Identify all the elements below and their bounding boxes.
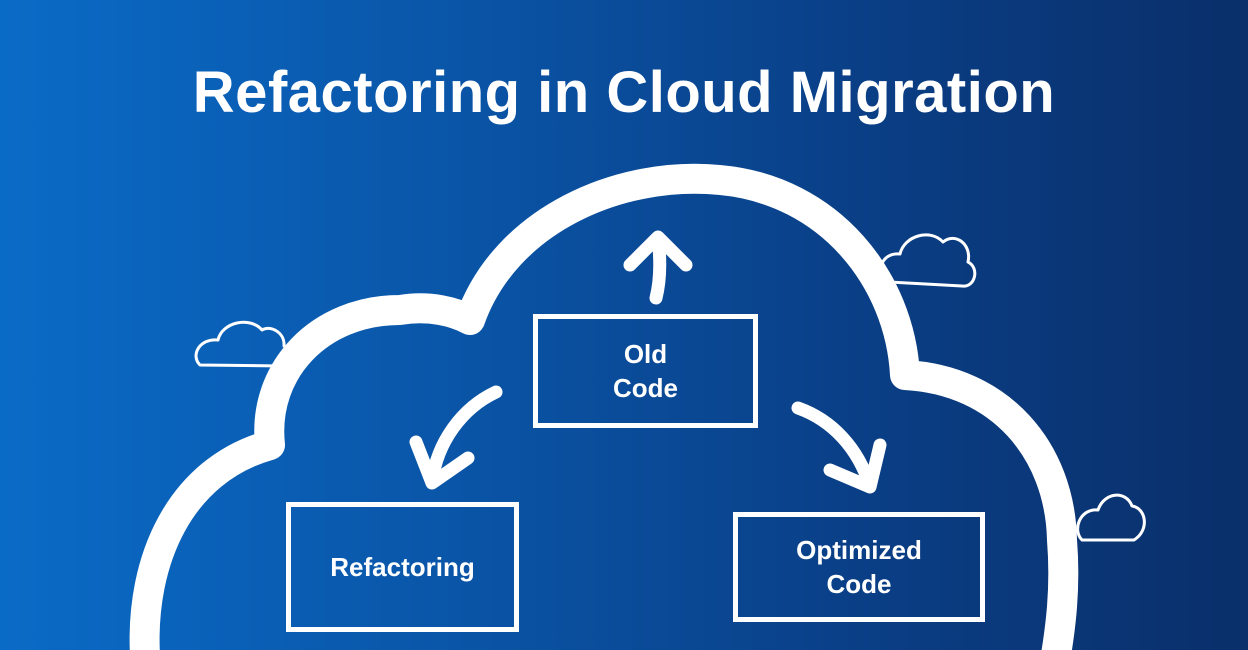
arrow-down-left-icon xyxy=(409,385,503,490)
refactoring-box: Refactoring xyxy=(286,502,519,632)
page-title: Refactoring in Cloud Migration xyxy=(192,60,1056,125)
arrow-up-icon xyxy=(623,230,693,305)
main-cloud-outline-icon xyxy=(129,163,1079,650)
old-code-box: Old Code xyxy=(533,314,758,428)
small-cloud-icon-left xyxy=(194,320,296,368)
small-cloud-icon-right-top xyxy=(879,233,977,288)
old-code-label-line2: Code xyxy=(613,373,678,403)
optimized-code-label-line1: Optimized xyxy=(796,535,922,565)
small-cloud-icon-right-bottom xyxy=(1076,493,1146,542)
arrow-down-right-icon xyxy=(791,401,887,494)
refactoring-label: Refactoring xyxy=(330,552,475,582)
optimized-code-label-line2: Code xyxy=(826,569,892,599)
old-code-label-line1: Old xyxy=(623,339,668,369)
optimized-code-box: Optimized Code xyxy=(733,512,985,622)
